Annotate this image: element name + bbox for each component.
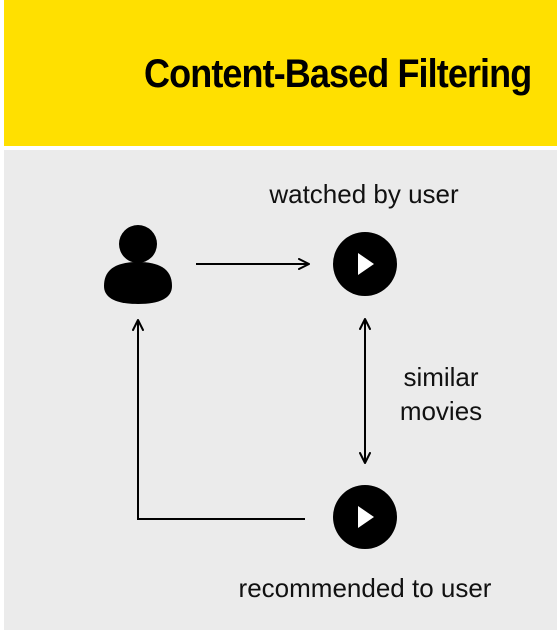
watched-label: watched by user bbox=[269, 179, 459, 209]
watched-movie-play-icon bbox=[333, 232, 397, 296]
recommended-label: recommended to user bbox=[238, 573, 492, 603]
recommended-arrow bbox=[132, 319, 305, 520]
recommended-movie-play-icon bbox=[333, 485, 397, 549]
similar-label-line1: similar bbox=[403, 362, 479, 392]
similar-movies-label: similar movies bbox=[386, 360, 496, 428]
header-banner: Content-Based Filtering bbox=[4, 0, 557, 146]
diagram-panel bbox=[4, 150, 557, 630]
page-title: Content-Based Filtering bbox=[143, 52, 532, 96]
similar-label-line2: movies bbox=[399, 396, 483, 426]
user-icon bbox=[104, 225, 172, 304]
